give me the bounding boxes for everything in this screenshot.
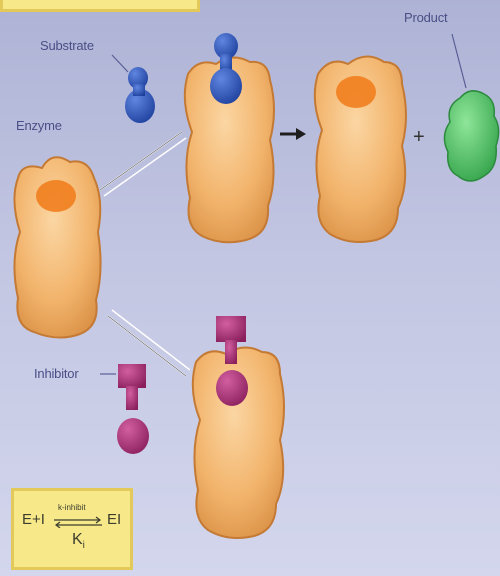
- equilibrium-arrows-icon: [52, 516, 104, 528]
- inhibitor-label: Inhibitor: [34, 366, 78, 381]
- enzyme-inhibitor-complex: [193, 316, 284, 538]
- enzyme-released: [315, 56, 406, 242]
- product-label: Product: [404, 10, 447, 25]
- equation-left: E+I: [22, 511, 45, 528]
- equation-right: EI: [107, 511, 121, 528]
- constant-subscript: i: [83, 540, 85, 551]
- substrate-label: Substrate: [40, 38, 94, 53]
- substrate-pointer: [112, 55, 128, 72]
- enzyme-left: [14, 157, 100, 337]
- equation-constant: Ki: [72, 531, 85, 551]
- equilibrium-equation-box: E+I k-inhibit EI Ki: [11, 488, 133, 570]
- product-pointer: [452, 34, 466, 88]
- equation-arrow-label: k-inhibit: [58, 503, 86, 512]
- plus-sign: +: [413, 126, 424, 149]
- substrate-free: [125, 67, 155, 123]
- product-molecule: [444, 91, 498, 181]
- constant-symbol: K: [72, 531, 83, 548]
- enzyme-label: Enzyme: [16, 118, 62, 133]
- reaction-arrow: [280, 128, 306, 140]
- connector-upper: [100, 132, 186, 196]
- enzyme-substrate-complex: [185, 33, 274, 242]
- inhibitor-free: [117, 364, 149, 454]
